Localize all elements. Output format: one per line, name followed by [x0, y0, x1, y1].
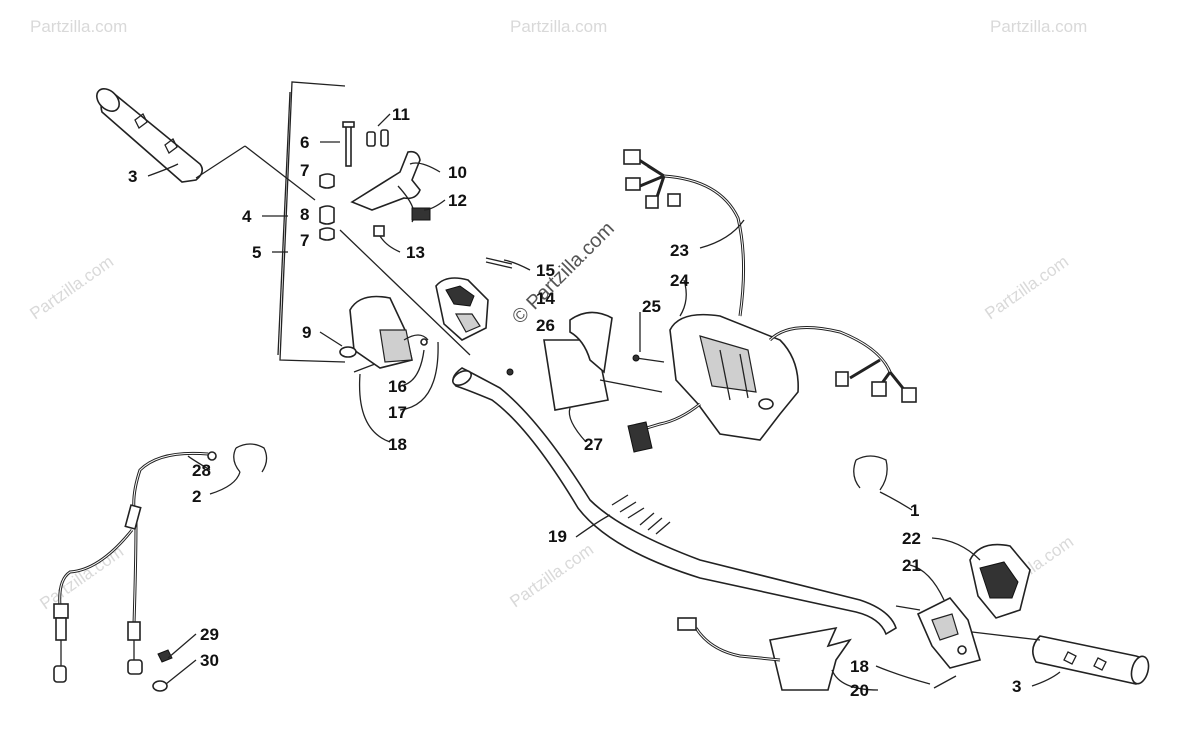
watermark-center-text: © Partzilla.com — [508, 218, 619, 329]
right-controls — [677, 455, 1150, 691]
callout-26: 26 — [536, 316, 555, 335]
watermark-text: Partzilla.com — [506, 540, 597, 611]
callout-13: 13 — [406, 243, 425, 262]
watermark-text: Partzilla.com — [36, 542, 127, 613]
watermark-text: Partzilla.com — [510, 17, 607, 36]
callout-17: 17 — [388, 403, 407, 422]
handlebar — [452, 367, 921, 636]
callout-8: 8 — [300, 205, 309, 224]
throttle-lever-assembly — [319, 121, 471, 356]
callout-15: 15 — [536, 261, 555, 280]
callout-10: 10 — [448, 163, 467, 182]
right-housing-wiring — [623, 149, 917, 453]
callout-30: 30 — [200, 651, 219, 670]
watermark-text: Partzilla.com — [990, 17, 1087, 36]
cable-assembly — [53, 443, 268, 692]
watermark-text: Partzilla.com — [30, 17, 127, 36]
bracket-group-lines — [195, 81, 346, 363]
leader-lines — [147, 113, 1061, 691]
callout-11: 11 — [392, 105, 410, 124]
watermarks: Partzilla.com Partzilla.com Partzilla.co… — [26, 17, 1087, 613]
callout-3-left: 3 — [128, 167, 137, 186]
watermark-text: Partzilla.com — [981, 252, 1072, 323]
heater-plate — [506, 311, 663, 411]
callout-25: 25 — [642, 297, 661, 316]
switch-module — [435, 257, 513, 341]
callout-7-top: 7 — [300, 161, 309, 180]
callout-22: 22 — [902, 529, 921, 548]
callout-4: 4 — [242, 207, 252, 226]
callout-23: 23 — [670, 241, 689, 260]
callout-18-right: 18 — [850, 657, 869, 676]
left-grip — [96, 88, 204, 183]
callout-1: 1 — [910, 501, 919, 520]
callout-24: 24 — [670, 271, 689, 290]
watermark-text: Partzilla.com — [26, 252, 117, 323]
callout-28: 28 — [192, 461, 211, 480]
callout-16: 16 — [388, 377, 407, 396]
callout-12: 12 — [448, 191, 467, 210]
callout-5: 5 — [252, 243, 261, 262]
callout-6: 6 — [300, 133, 309, 152]
left-control-housing — [339, 295, 429, 373]
callout-20: 20 — [850, 681, 869, 700]
callout-3-right: 3 — [1012, 677, 1021, 696]
callout-27: 27 — [584, 435, 603, 454]
callout-numbers: 3 4 5 6 7 8 7 11 10 12 13 15 14 26 9 16 … — [128, 105, 1021, 700]
callout-21: 21 — [902, 556, 921, 575]
callout-18-left: 18 — [388, 435, 407, 454]
callout-2: 2 — [192, 487, 201, 506]
callout-7-bottom: 7 — [300, 231, 309, 250]
callout-19: 19 — [548, 527, 567, 546]
callout-9: 9 — [302, 323, 311, 342]
callout-14: 14 — [536, 289, 555, 308]
callout-29: 29 — [200, 625, 219, 644]
